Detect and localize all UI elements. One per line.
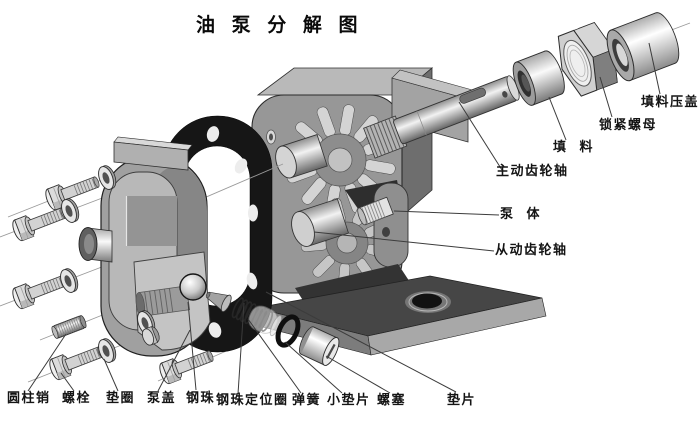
leader-lines [27,42,661,395]
diagram-title: 油 泵 分 解 图 [196,14,363,36]
ball-retainer-graphic [205,291,232,313]
valve-parts [179,273,340,366]
body-screw [357,196,394,226]
label-washer: 垫圈 [106,391,136,406]
label-bolt: 螺栓 [62,391,92,406]
drive-shaft-stub [275,134,328,179]
screw-plug-graphic [299,326,340,366]
label-driven-gear-shaft: 从动齿轮轴 [495,243,568,258]
washer-graphic [57,266,82,296]
label-drive-gear-shaft: 主动齿轮轴 [496,164,569,179]
label-screw-plug: 螺塞 [377,393,407,408]
bolt-graphic [9,201,70,243]
small-gasket-graphic [275,314,301,348]
label-steel-ball: 钢珠 [186,391,216,406]
pump-body-graphic [251,67,477,294]
lock-nut-graphic [557,21,618,97]
label-pump-cover: 泵盖 [147,391,177,406]
label-ball-retainer: 钢珠定位圈 [216,393,289,408]
label-pump-body: 泵 体 [500,207,542,222]
label-lock-nut: 锁紧螺母 [599,118,658,133]
steel-ball-graphic [179,273,207,301]
packing-graphic [512,50,565,106]
packing-gland-graphic [606,12,680,82]
cylindrical-pin-graphic [51,315,87,339]
label-packing-gland: 填料压盖 [641,95,700,110]
pump-cover-graphic [78,136,211,357]
small-nut-graphic [142,326,160,346]
label-cylindrical-pin: 圆柱销 [7,391,51,406]
label-packing: 填 料 [553,140,595,155]
drive-gear-shaft-graphic [363,12,680,159]
bolt-graphic [46,340,107,382]
label-small-gasket: 小垫片 [327,393,371,408]
label-gasket: 垫片 [447,393,477,408]
valve-bore [135,285,191,317]
fasteners [9,163,217,386]
label-spring: 弹簧 [292,393,322,408]
